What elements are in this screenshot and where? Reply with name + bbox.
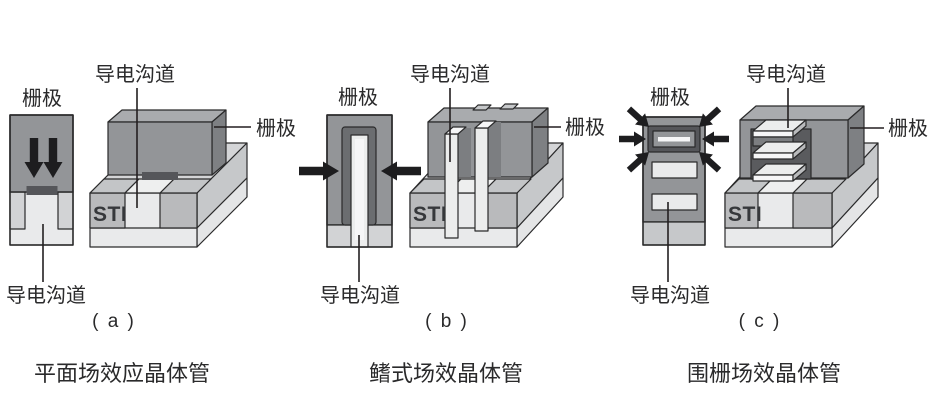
nanosheet-front <box>752 152 794 160</box>
fin-front <box>474 127 489 232</box>
gate-label-2d: 栅极 <box>338 86 378 109</box>
channel-label-bottom: 导电沟道 <box>6 284 86 307</box>
nanosheet-front <box>752 174 794 182</box>
fin-shadow <box>458 128 471 177</box>
panel-caption: 平面场效应晶体管 <box>34 361 210 386</box>
gaa-2d-nanosheet-channel <box>658 137 690 142</box>
gaa-2d-substrate <box>642 221 706 246</box>
gaa-2d-nanosheet <box>651 161 698 179</box>
sti-block-right <box>792 192 833 229</box>
gate-top-face <box>107 109 227 123</box>
fin-cap <box>474 120 497 129</box>
panel-index: ( a ) <box>92 311 136 332</box>
sti-block-left <box>89 192 126 229</box>
gate-side-face <box>211 109 227 176</box>
channel-label-top: 导电沟道 <box>95 63 175 86</box>
panel-b: 栅极 导电沟道 栅极 STI 导电沟道 ( b ) 鳍式场效晶体管 <box>299 63 605 386</box>
sti-block-left <box>409 192 448 229</box>
gate-label-3d: 栅极 <box>565 116 605 139</box>
gate-top-face <box>427 107 549 123</box>
panel-caption: 鳍式场效晶体管 <box>369 361 523 386</box>
gate-front-face <box>107 121 213 176</box>
panel-a: 栅极 导电沟道 栅极 STI 导电沟道 ( a ) 平面场效应晶体管 <box>6 63 296 386</box>
nanosheet-end <box>792 141 807 160</box>
planar-3d-view <box>89 88 251 248</box>
panel-index: ( c ) <box>739 311 782 332</box>
gate-label-3d: 栅极 <box>256 117 296 140</box>
planar-2d-border <box>9 114 74 246</box>
channel-label-top: 导电沟道 <box>410 63 490 86</box>
gaa-2d-border <box>642 116 706 246</box>
gaa-cross-section <box>619 103 729 282</box>
finfet-2d-fin-core <box>355 139 364 240</box>
nanosheet-front <box>752 130 794 138</box>
fin-top-tab <box>499 103 519 110</box>
planar-2d-gate-oxide-bar <box>26 186 58 195</box>
planar-cross-section <box>9 114 74 282</box>
gate-oxide-bar-3d <box>142 172 178 180</box>
finfet-cross-section <box>299 114 421 282</box>
finfet-3d-view <box>409 88 564 248</box>
planar-2d-gate <box>9 114 74 193</box>
sti-label: STI <box>93 203 127 226</box>
gate-top-face <box>739 105 865 121</box>
channel-label-top: 导电沟道 <box>746 63 826 86</box>
planar-2d-shoulder-right <box>57 191 74 230</box>
panel-caption: 围栅场效晶体管 <box>687 361 841 386</box>
gaa-3d-view <box>724 88 884 248</box>
sti-block-right <box>159 192 198 229</box>
channel-label-bottom: 导电沟道 <box>630 284 710 307</box>
planar-2d-shoulder-left <box>9 191 26 230</box>
panel-c: 栅极 导电沟道 栅极 STI 导电沟道 ( c ) 围栅场效晶体管 <box>619 63 928 386</box>
channel-label-bottom: 导电沟道 <box>320 284 400 307</box>
fin-top-tab <box>472 104 492 111</box>
gate-label-2d: 栅极 <box>22 87 62 110</box>
nanosheet-end <box>792 119 807 138</box>
sti-label: STI <box>728 203 762 226</box>
right-arrow-icon <box>702 131 729 147</box>
nanosheet-end <box>792 163 807 182</box>
fin-shadow <box>488 122 501 177</box>
gate-label-3d: 栅极 <box>888 117 928 140</box>
sti-label: STI <box>413 203 447 226</box>
panel-index: ( b ) <box>425 311 469 332</box>
gaa-2d-nanosheet <box>651 193 698 211</box>
gate-label-2d: 栅极 <box>650 86 690 109</box>
left-arrow-icon <box>619 131 646 147</box>
